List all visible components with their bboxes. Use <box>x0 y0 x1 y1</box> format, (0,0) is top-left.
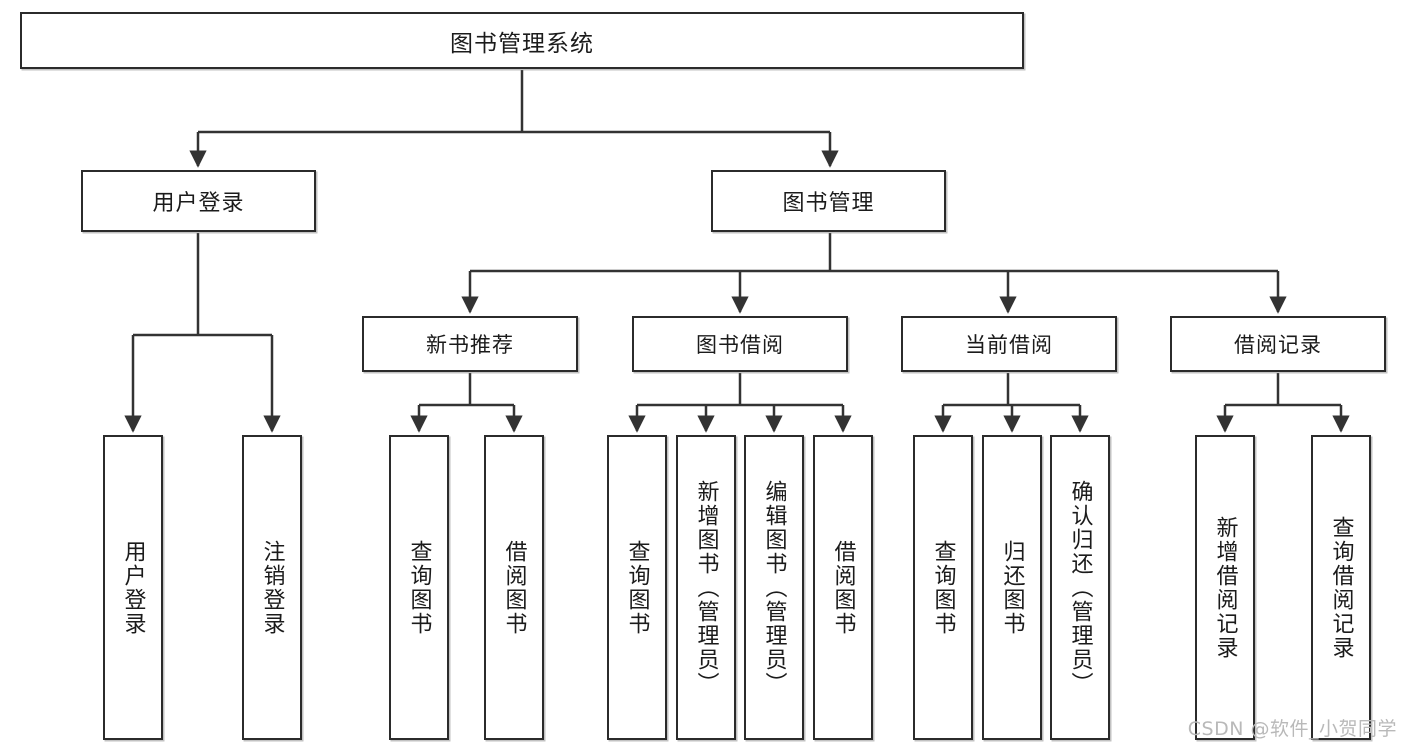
node-book-borrow-label: 图书借阅 <box>696 333 784 357</box>
node-borrow-record[interactable]: 借阅记录 <box>1170 316 1386 372</box>
watermark-text: CSDN @软件_小贺同学 <box>1187 718 1397 740</box>
node-new-book-recommend[interactable]: 新书推荐 <box>362 316 578 372</box>
node-leaf-borrow-book-2[interactable]: 借阅图书 <box>813 435 873 740</box>
node-leaf-add-record-label: 新增借阅记录 <box>1212 515 1238 660</box>
node-user-login[interactable]: 用户登录 <box>81 170 316 232</box>
node-leaf-add-book[interactable]: 新增图书（管理员） <box>676 435 736 740</box>
node-leaf-edit-book[interactable]: 编辑图书（管理员） <box>744 435 804 740</box>
node-leaf-logout-label: 注销登录 <box>259 539 285 636</box>
node-leaf-borrow-book-1[interactable]: 借阅图书 <box>484 435 544 740</box>
node-leaf-query-book-1-label: 查询图书 <box>406 539 432 636</box>
node-leaf-query-record-label: 查询借阅记录 <box>1328 515 1354 660</box>
node-leaf-confirm-return-label: 确认归还（管理员） <box>1067 479 1093 696</box>
node-leaf-user-login-label: 用户登录 <box>120 539 146 636</box>
node-leaf-return-book[interactable]: 归还图书 <box>982 435 1042 740</box>
node-leaf-query-book-3-label: 查询图书 <box>930 539 956 636</box>
node-leaf-query-book-1[interactable]: 查询图书 <box>389 435 449 740</box>
node-leaf-query-book-2[interactable]: 查询图书 <box>607 435 667 740</box>
node-leaf-confirm-return[interactable]: 确认归还（管理员） <box>1050 435 1110 740</box>
node-root-label: 图书管理系统 <box>450 30 594 57</box>
node-leaf-logout[interactable]: 注销登录 <box>242 435 302 740</box>
node-leaf-query-book-3[interactable]: 查询图书 <box>913 435 973 740</box>
node-leaf-query-record[interactable]: 查询借阅记录 <box>1311 435 1371 740</box>
node-borrow-record-label: 借阅记录 <box>1234 333 1322 357</box>
node-root[interactable]: 图书管理系统 <box>20 12 1024 69</box>
node-leaf-borrow-book-1-label: 借阅图书 <box>501 539 527 636</box>
node-book-borrow[interactable]: 图书借阅 <box>632 316 848 372</box>
node-book-manage[interactable]: 图书管理 <box>711 170 946 232</box>
node-leaf-query-book-2-label: 查询图书 <box>624 539 650 636</box>
node-current-borrow[interactable]: 当前借阅 <box>901 316 1117 372</box>
node-leaf-user-login[interactable]: 用户登录 <box>103 435 163 740</box>
node-book-manage-label: 图书管理 <box>782 191 875 216</box>
node-user-login-label: 用户登录 <box>152 191 245 216</box>
node-leaf-return-book-label: 归还图书 <box>999 539 1025 636</box>
node-new-book-recommend-label: 新书推荐 <box>426 333 514 357</box>
node-leaf-add-record[interactable]: 新增借阅记录 <box>1195 435 1255 740</box>
node-current-borrow-label: 当前借阅 <box>965 333 1053 357</box>
node-leaf-add-book-label: 新增图书（管理员） <box>693 479 719 696</box>
node-leaf-edit-book-label: 编辑图书（管理员） <box>761 479 787 696</box>
node-leaf-borrow-book-2-label: 借阅图书 <box>830 539 856 636</box>
